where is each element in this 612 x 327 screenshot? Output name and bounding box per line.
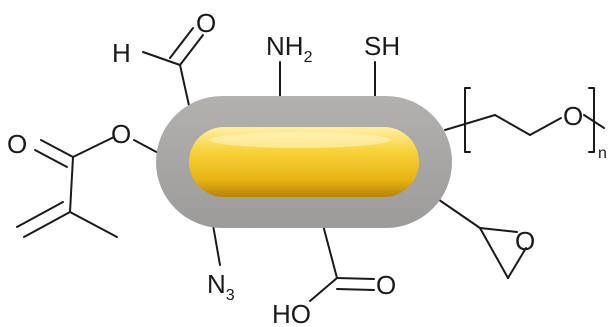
peg-o-label: O xyxy=(563,101,583,131)
ester-bond-vinyl-a xyxy=(23,211,71,238)
aldehyde-h-label: H xyxy=(112,38,131,68)
acid-bond-c-o-double-a xyxy=(336,277,375,280)
acid-ho-label: HO xyxy=(272,299,311,327)
nanoparticle xyxy=(156,96,452,228)
azide-main: N xyxy=(207,269,226,299)
aldehyde-o-label: O xyxy=(196,8,216,38)
acid-bond-c-o-double-b xyxy=(336,288,375,291)
ester-bond-c-calpha xyxy=(69,156,74,213)
ester-bond-vinyl-b xyxy=(16,201,64,228)
epoxide-bond-shell xyxy=(431,194,481,229)
peg-bond-3 xyxy=(529,117,562,136)
azide-label: N3 xyxy=(207,269,235,304)
peg-bond-2 xyxy=(494,114,531,136)
epoxide-ring-3 xyxy=(507,247,527,279)
azide-bond xyxy=(212,224,221,266)
amine-label: NH2 xyxy=(266,31,313,66)
acid-o-label: O xyxy=(376,270,396,300)
amine-main: NH xyxy=(266,31,304,61)
epoxide-o-label: O xyxy=(515,226,535,256)
aldehyde-bond-c-o-double xyxy=(169,27,194,59)
epoxide-ring-2 xyxy=(479,227,518,233)
acid-bond-shell xyxy=(322,224,338,279)
bonds xyxy=(16,27,605,302)
ester-bond-c-o-double-b xyxy=(34,149,68,168)
ester-bond-c-o-double-a xyxy=(40,139,74,158)
ester-o2-label: O xyxy=(7,129,27,159)
thiol-label: SH xyxy=(364,31,400,61)
atom-labels: H O NH2 SH O O O n O N3 O HO xyxy=(7,8,607,327)
ester-bond-o-c xyxy=(72,136,115,158)
acid-bond-c-oh xyxy=(309,277,338,302)
core-highlight xyxy=(210,132,390,148)
amine-subscript: 2 xyxy=(304,49,313,66)
aldehyde-bond-to-shell xyxy=(179,64,191,111)
ester-bond-calpha-methyl xyxy=(69,211,118,238)
peg-bracket-right xyxy=(588,87,595,153)
peg-bond-shell xyxy=(444,114,496,131)
aldehyde-bond-c-h xyxy=(142,51,181,66)
peg-n-label: n xyxy=(598,145,607,162)
peg-bracket-left xyxy=(464,87,471,153)
ester-o1-label: O xyxy=(111,119,131,149)
azide-subscript: 3 xyxy=(226,287,235,304)
aldehyde-bond-c-o xyxy=(179,34,204,66)
epoxide-ring-1 xyxy=(479,227,509,279)
